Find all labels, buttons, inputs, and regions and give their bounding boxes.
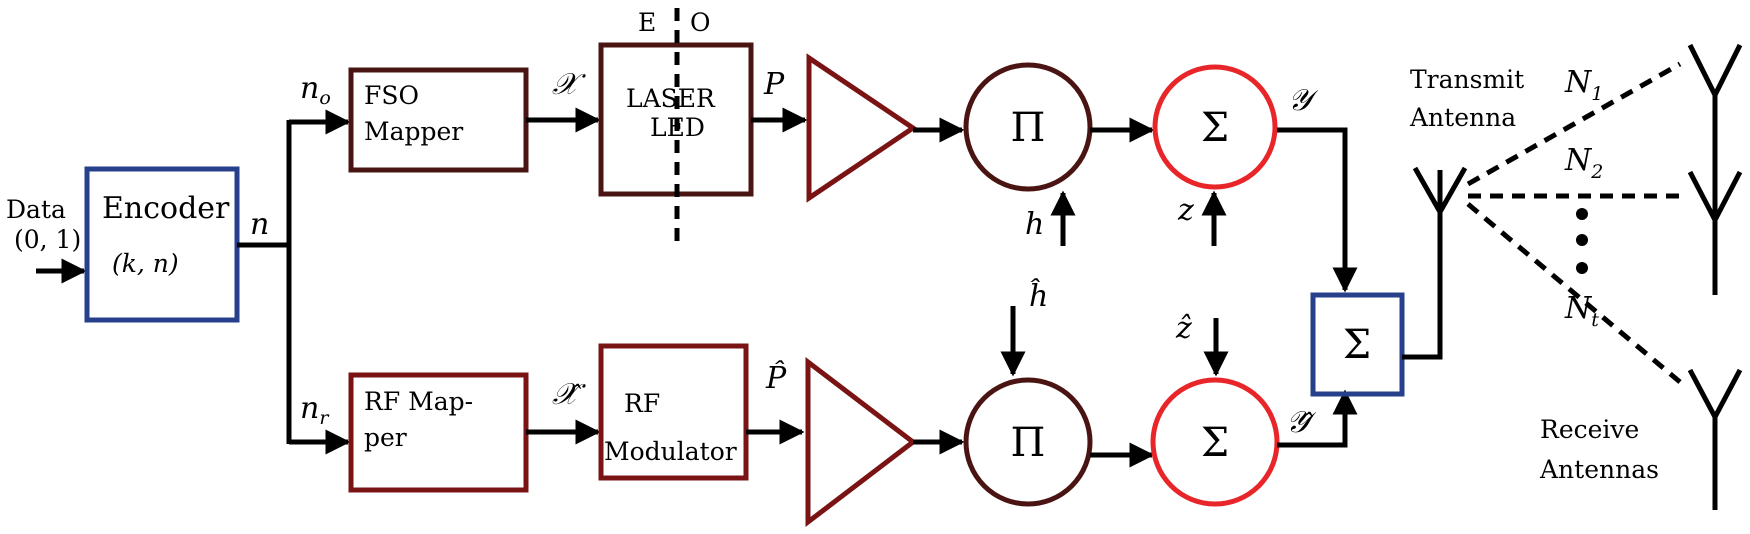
transmit-antenna-label-1: Transmit <box>1410 65 1524 94</box>
rf-bits-label: nr <box>300 391 330 429</box>
fso-mapper-label-2: Mapper <box>364 117 463 146</box>
optical-bits-label: no <box>300 71 331 109</box>
encoder-params: (k, n) <box>112 249 179 278</box>
rf-modulator-block: RF Modulator P̂ <box>598 343 805 481</box>
encoder-output-label: n <box>250 207 269 242</box>
rf-modulator-box <box>598 343 749 481</box>
sum-circle-top <box>1152 64 1278 190</box>
splitter-wiring: no nr <box>237 71 351 455</box>
rf-channel-gain-label: ĥ <box>1029 278 1048 314</box>
combiner-block: Σ <box>1310 292 1405 397</box>
channel-gain-label: h <box>1025 207 1044 242</box>
link-2-label: N2 <box>1564 143 1603 183</box>
rf-to-combiner-arrow <box>1277 389 1358 448</box>
optical-side-label: O <box>690 8 711 37</box>
ellipsis-dots <box>1576 208 1588 274</box>
rf-modulator-label-2: Modulator <box>604 437 737 466</box>
transmit-antenna-label-2: Antenna <box>1409 103 1516 132</box>
noise-label: z <box>1177 193 1194 228</box>
sum-symbol-bottom: Σ <box>1201 420 1229 466</box>
product-symbol-bottom: Π <box>1011 420 1046 466</box>
sum-circle-bottom <box>1150 377 1280 507</box>
receive-antenna-2-icon <box>1687 170 1743 295</box>
product-node-top: Π h <box>963 62 1093 246</box>
laser-led-block: LASER LED E O P <box>598 8 808 246</box>
product-node-bottom: Π ĥ <box>963 278 1093 507</box>
product-circle-bottom <box>963 377 1093 507</box>
sum-node-top: Σ z 𝒴 <box>1152 64 1319 246</box>
receive-antenna-t-icon <box>1687 368 1743 510</box>
link-t-label: Nt <box>1564 291 1599 331</box>
rf-symbol-label: 𝒳̂ <box>552 377 586 412</box>
rf-power-label: P̂ <box>765 361 787 396</box>
electrical-side-label: E <box>638 8 656 37</box>
sum-symbol-top: Σ <box>1201 105 1229 151</box>
data-label: Data <box>6 195 66 224</box>
laser-label: LASER <box>626 84 716 113</box>
fso-mapper-block: FSO Mapper 𝒳 <box>348 67 601 173</box>
link-1-label: N1 <box>1564 65 1603 105</box>
fso-mapper-label-1: FSO <box>364 81 419 110</box>
receive-antennas-label-1: Receive <box>1540 415 1639 444</box>
product-circle-top <box>963 62 1093 192</box>
optical-to-combiner-arrow <box>1277 127 1358 293</box>
rf-modulator-label-1: RF <box>624 389 660 418</box>
receive-antennas-label-2: Antennas <box>1539 455 1659 484</box>
encoder-block: Encoder (k, n) n <box>84 166 269 323</box>
combiner-symbol: Σ <box>1343 322 1371 368</box>
sum-node-bottom: Σ ẑ 𝒴̂ <box>1150 311 1317 507</box>
optical-amplifier-triangle <box>806 53 918 203</box>
optical-received-label: 𝒴 <box>1288 83 1319 118</box>
rf-mapper-block: RF Map- per 𝒳̂ <box>348 372 601 493</box>
optical-power-label: P <box>763 67 785 102</box>
rf-amplifier-triangle <box>805 356 918 528</box>
rf-mapper-label-2: per <box>364 423 407 452</box>
rf-mapper-label-1: RF Map- <box>364 387 473 416</box>
link-1-dashed-line <box>1466 61 1682 187</box>
combiner-to-antenna-wire <box>1402 210 1443 360</box>
data-alphabet-label: (0, 1) <box>14 225 81 254</box>
encoder-title: Encoder <box>102 191 230 226</box>
product-symbol-top: Π <box>1011 105 1046 151</box>
transmit-antenna-icon <box>1412 166 1468 214</box>
data-input: Data (0, 1) <box>6 195 87 284</box>
receive-antenna-1-icon <box>1687 43 1743 243</box>
rf-noise-label: ẑ <box>1175 311 1192 346</box>
link-t-dashed-line <box>1466 202 1682 384</box>
combiner-box <box>1310 292 1405 397</box>
fso-symbol-label: 𝒳 <box>552 67 586 102</box>
rf-received-label: 𝒴̂ <box>1286 405 1317 440</box>
